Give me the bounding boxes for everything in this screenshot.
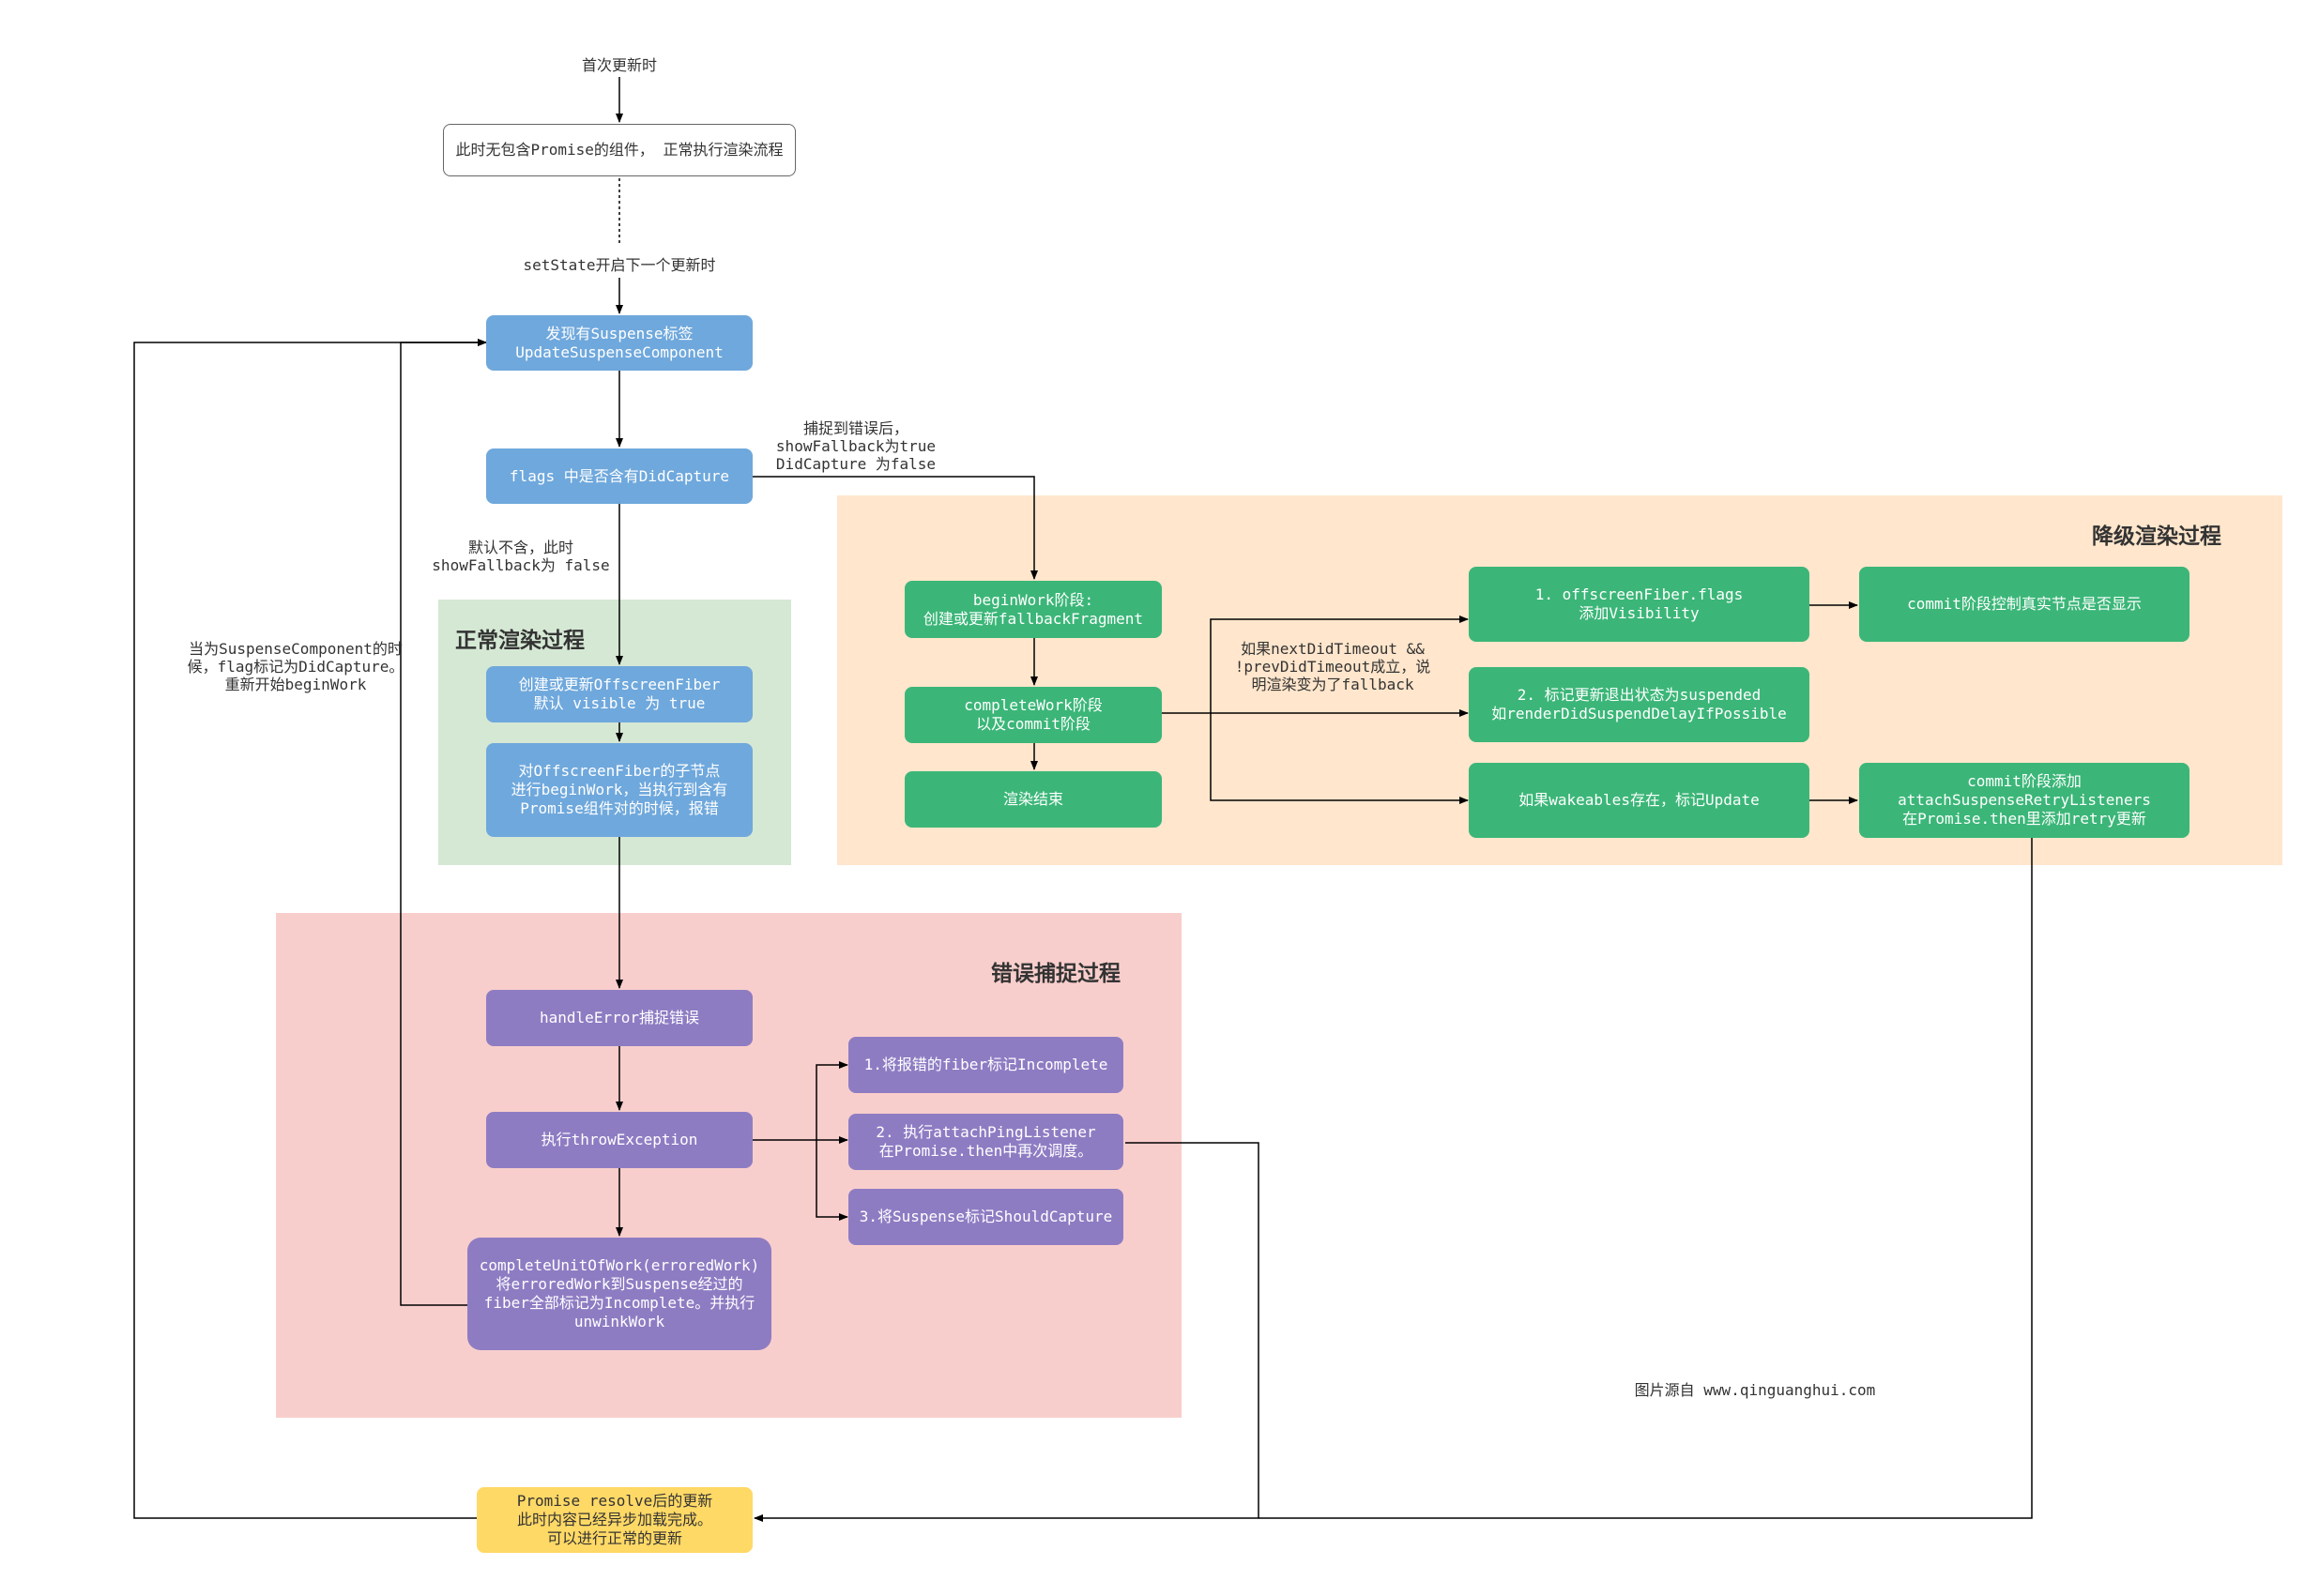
label-source: 图片源自 www.qinguanghui.com xyxy=(1634,1381,1876,1399)
edge-complete-to-wakeables xyxy=(1210,713,1469,804)
node-wakeables-update: 如果wakeables存在，标记Update xyxy=(1469,763,1809,838)
edge-throw-to-mark-incomplete xyxy=(816,1061,848,1140)
node-offscreen-fiber: 创建或更新OffscreenFiber 默认 visible 为 true xyxy=(486,666,753,722)
node-complete-commit: completeWork阶段 以及commit阶段 xyxy=(905,687,1162,743)
label-set-state: setState开启下一个更新时 xyxy=(497,256,741,274)
node-commit-control-display: commit阶段控制真实节点是否显示 xyxy=(1859,567,2189,642)
node-children-begin-work: 对OffscreenFiber的子节点 进行beginWork，当执行到含有 P… xyxy=(486,743,753,837)
node-add-visibility: 1. offscreenFiber.flags 添加Visibility xyxy=(1469,567,1809,642)
edge-promise-loop xyxy=(133,339,487,1519)
region-error-capture-title: 错误捕捉过程 xyxy=(991,962,1121,986)
label-timeout-note: 如果nextDidTimeout && !prevDidTimeout成立，说 … xyxy=(1234,640,1431,693)
label-re-begin: 当为SuspenseComponent的时 候，flag标记为DidCaptur… xyxy=(187,640,404,693)
edge-retry-to-promise xyxy=(1259,838,2033,1519)
label-caught-error: 捕捉到错误后， showFallback为true DidCapture 为fa… xyxy=(775,419,937,473)
edge-complete-unit-loop xyxy=(400,339,487,1306)
node-render-end: 渲染结束 xyxy=(905,771,1162,828)
node-throw-exception: 执行throwException xyxy=(486,1112,753,1168)
node-commit-retry-listeners: commit阶段添加 attachSuspenseRetryListeners … xyxy=(1859,763,2189,838)
node-begin-work-fallback: beginWork阶段: 创建或更新fallbackFragment xyxy=(905,581,1162,638)
node-flags-check: flags 中是否含有DidCapture xyxy=(486,448,753,504)
node-mark-suspended: 2. 标记更新退出状态为suspended 如renderDidSuspendD… xyxy=(1469,667,1809,742)
node-promise-resolve: Promise resolve后的更新 此时内容已经异步加载完成。 可以进行正常… xyxy=(477,1487,753,1553)
node-mark-incomplete: 1.将报错的fiber标记Incomplete xyxy=(848,1037,1123,1093)
edge-attach-ping-to-promise xyxy=(754,1142,1259,1522)
node-initial-render: 此时无包含Promise的组件， 正常执行渲染流程 xyxy=(443,124,796,176)
node-should-capture: 3.将Suspense标记ShouldCapture xyxy=(848,1189,1123,1245)
region-normal-render-title: 正常渲染过程 xyxy=(455,629,585,653)
edge-throw-to-should-capture xyxy=(816,1140,848,1221)
node-suspense-found: 发现有Suspense标签 UpdateSuspenseComponent xyxy=(486,315,753,371)
node-complete-unit-of-work: completeUnitOfWork(erroredWork) 将errored… xyxy=(467,1238,771,1350)
label-first-update: 首次更新时 xyxy=(526,56,713,74)
node-attach-ping-listener: 2. 执行attachPingListener 在Promise.then中再次… xyxy=(848,1114,1123,1170)
region-fallback-render-title: 降级渲染过程 xyxy=(2092,524,2221,549)
label-default-none: 默认不含，此时 showFallback为 false xyxy=(432,539,610,574)
edge-complete-to-add-visibility xyxy=(1210,616,1469,713)
edge-flags-to-begin-fallback xyxy=(753,476,1038,580)
node-handle-error: handleError捕捉错误 xyxy=(486,990,753,1046)
